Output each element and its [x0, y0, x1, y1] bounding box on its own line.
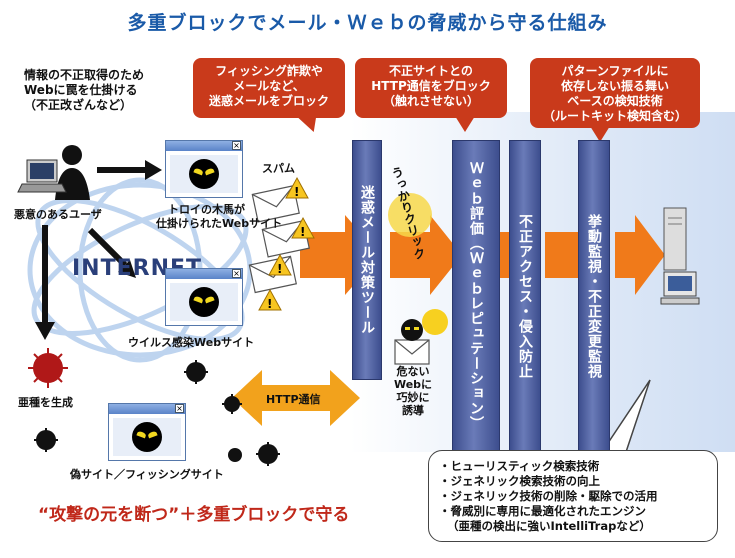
- warning-icons: [258, 176, 315, 311]
- pc-icon: [660, 271, 700, 305]
- virus-site-label: ウイルス感染Webサイト: [128, 336, 255, 349]
- click-burst: [388, 193, 432, 237]
- attacker-icon: [17, 145, 90, 200]
- svg-text:!: !: [300, 225, 305, 239]
- column-web-reputation: Ｗｅｂ評価（Ｗｅｂレピュテーション）: [452, 140, 500, 452]
- slogan: “攻撃の元を断つ”＋多重ブロックで守る: [38, 505, 350, 525]
- callout-spam: フィッシング詐欺やメールなど、迷惑メールをブロック: [193, 58, 345, 118]
- fake-site-label: 偽サイト／フィッシングサイト: [70, 468, 224, 481]
- column-spam-filter: 迷惑メール対策ツール: [352, 140, 382, 380]
- svg-text:!: !: [277, 262, 282, 276]
- fake-site-window: ×: [108, 403, 186, 461]
- column-intrusion-prevention: 不正アクセス・侵入防止: [509, 140, 541, 452]
- variants-label: 亜種を生成: [18, 396, 73, 409]
- malicious-face-icon: [189, 159, 219, 189]
- malicious-face-icon: [189, 287, 219, 317]
- virus-site-window: ×: [165, 268, 243, 326]
- attacker-label: 悪意のあるユーザ: [14, 208, 102, 221]
- trojan-site-window: ×: [165, 140, 243, 198]
- column-behavior-monitoring: 挙動監視・不正変更監視: [578, 140, 610, 452]
- callout-http-tail: [455, 116, 475, 132]
- spam-label: スパム: [262, 162, 295, 175]
- trojan-site-label: トロイの木馬が 仕掛けられたWebサイト: [156, 203, 283, 230]
- svg-text:!: !: [267, 297, 272, 311]
- page-title: 多重ブロックでメール・Ｗｅｂの脅威から守る仕組み: [127, 12, 608, 34]
- attacker-arrows: [42, 167, 145, 322]
- http-arrow: [232, 370, 360, 426]
- svg-text:!: !: [294, 185, 299, 199]
- malicious-face-icon: [132, 422, 162, 452]
- callout-behavior-tail: [590, 126, 610, 142]
- danger-face-icon: [401, 309, 448, 341]
- attacker-intent-note: 情報の不正取得のため Webに罠を仕掛ける （不正改ざんなど）: [24, 68, 145, 112]
- features-box: ・ヒューリスティック検索技術 ・ジェネリック検索技術の向上 ・ジェネリック技術の…: [428, 450, 718, 542]
- http-label: HTTP通信: [266, 393, 321, 406]
- server-icon: [663, 207, 687, 271]
- callout-behavior: パターンファイルに依存しない振る舞いベースの検知技術（ルートキット検知含む）: [530, 58, 700, 128]
